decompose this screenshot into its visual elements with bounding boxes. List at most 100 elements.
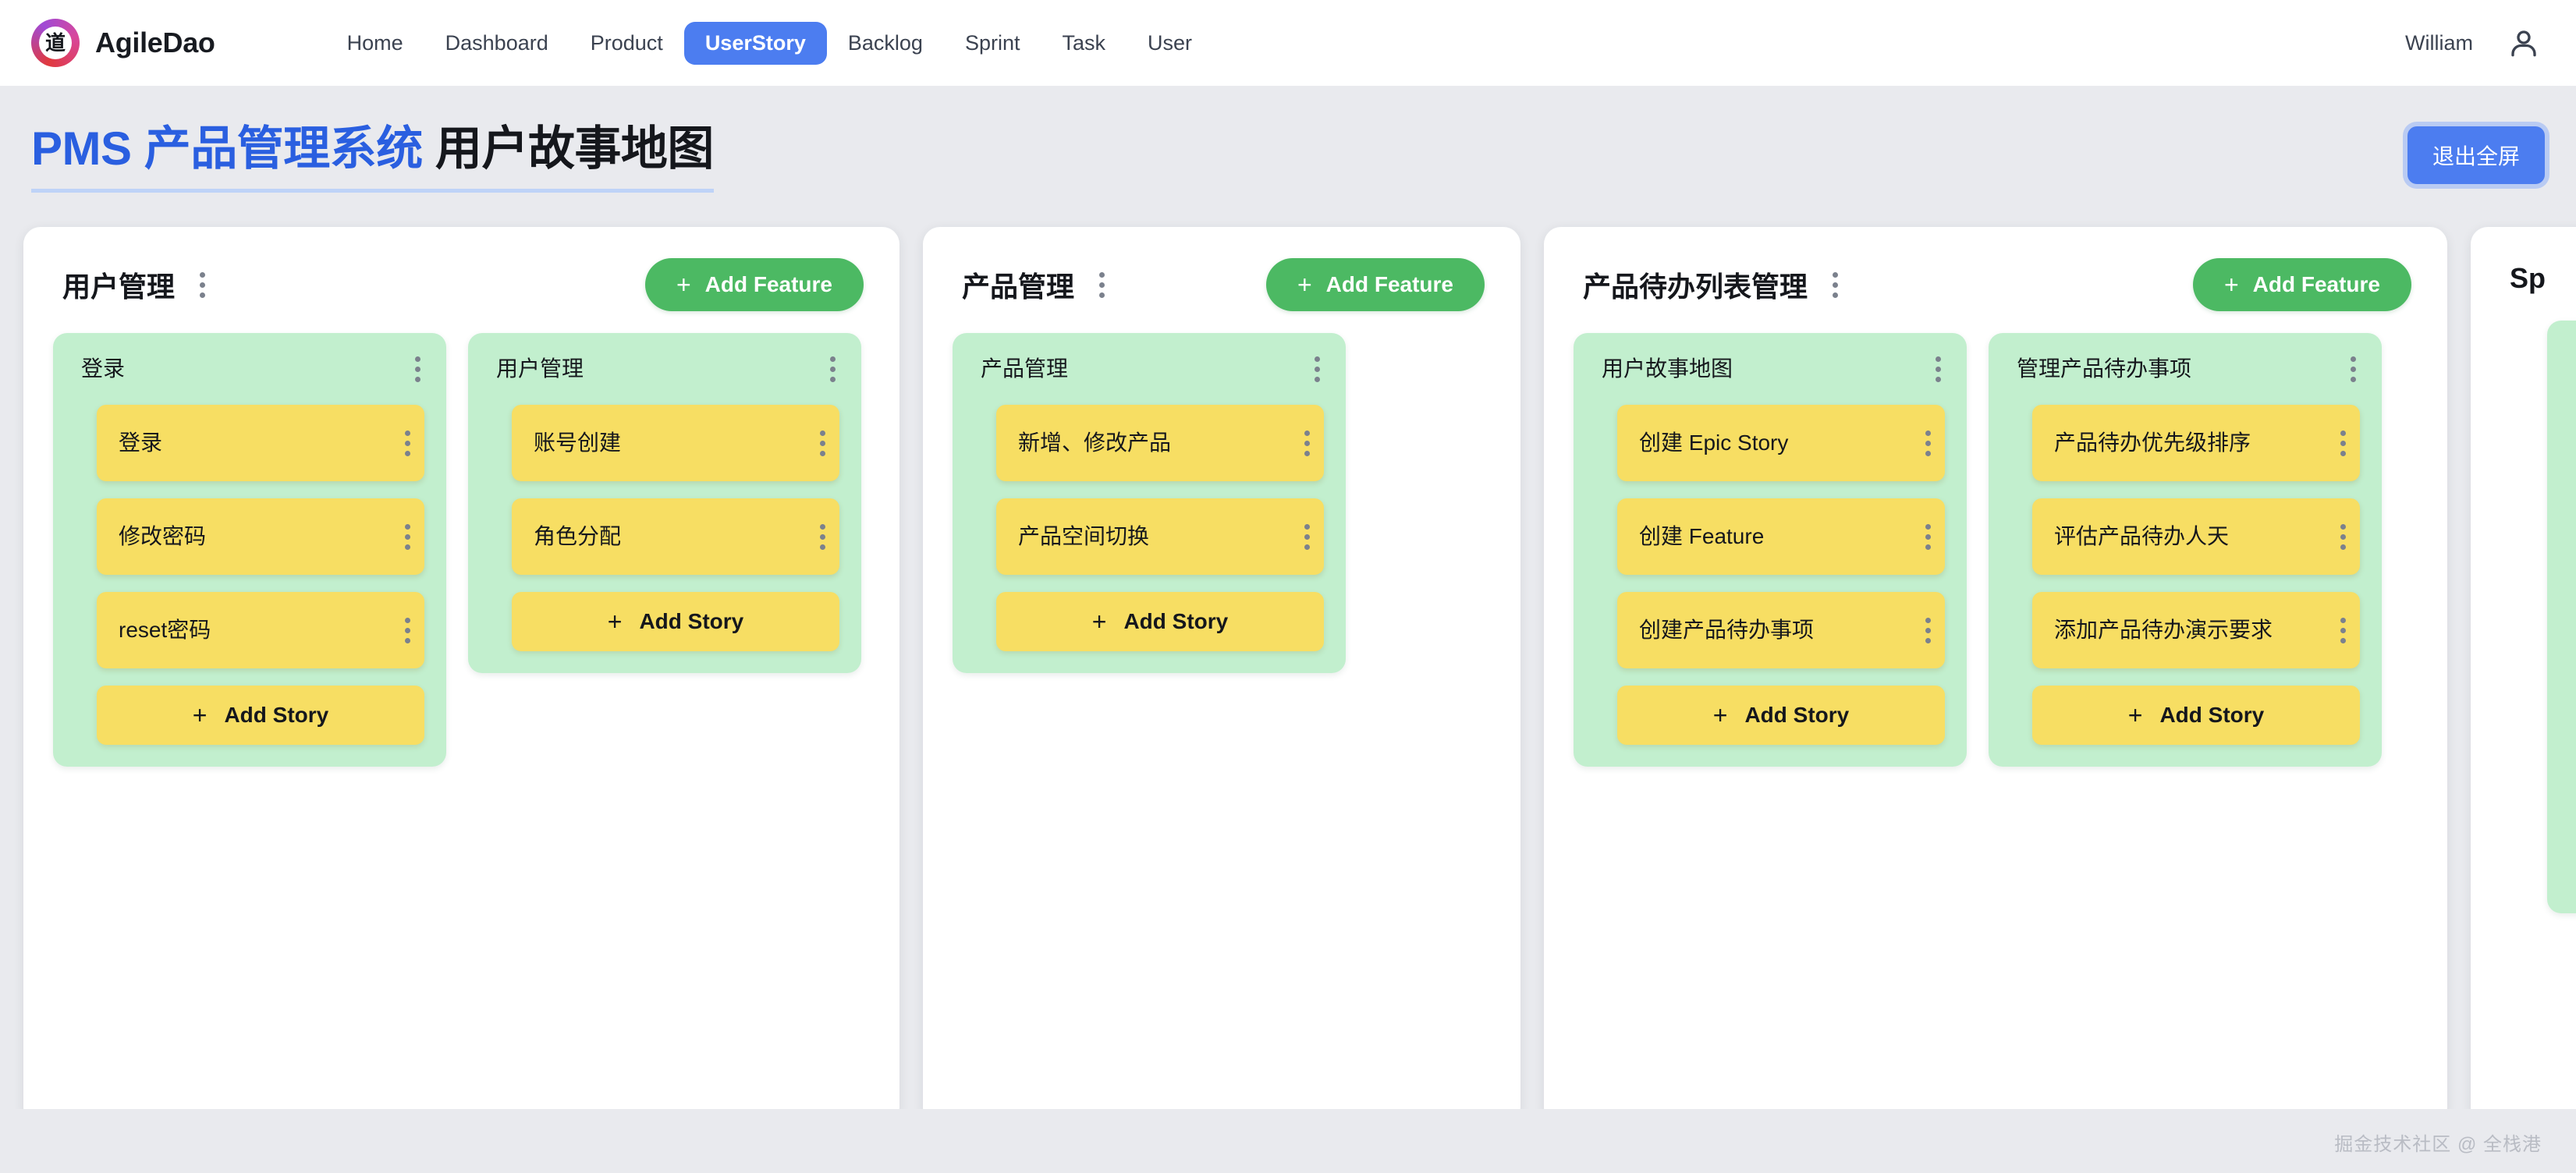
epic-menu-icon[interactable] bbox=[1829, 271, 1840, 298]
story-list: 产品待办优先级排序评估产品待办人天添加产品待办演示要求 +Add Story bbox=[2010, 388, 2360, 745]
brand-logo[interactable]: 道 AgileDao bbox=[31, 19, 215, 67]
user-icon[interactable] bbox=[2507, 27, 2540, 59]
story-menu-icon[interactable] bbox=[2327, 430, 2346, 456]
add-story-label: Add Story bbox=[224, 703, 329, 727]
story-menu-icon[interactable] bbox=[1291, 430, 1310, 456]
nav-link-task[interactable]: Task bbox=[1062, 30, 1106, 55]
feature-title: 管理产品待办事项 bbox=[2017, 356, 2192, 381]
story-menu-icon[interactable] bbox=[2327, 617, 2346, 643]
epic-menu-icon[interactable] bbox=[197, 271, 208, 298]
story-menu-icon[interactable] bbox=[1291, 523, 1310, 550]
add-story-button[interactable]: +Add Story bbox=[1617, 686, 1945, 745]
story-menu-icon[interactable] bbox=[392, 523, 410, 550]
story-menu-icon[interactable] bbox=[1912, 523, 1931, 550]
primary-nav: Home Dashboard Product UserStory Backlog Spri… bbox=[326, 21, 1213, 65]
feature-menu-icon[interactable] bbox=[2347, 356, 2358, 382]
story-card[interactable]: 登录 bbox=[97, 405, 424, 481]
feature-title: 用户故事地图 bbox=[1602, 356, 1733, 381]
story-card[interactable]: 新增、修改产品 bbox=[996, 405, 1324, 481]
story-menu-icon[interactable] bbox=[807, 523, 825, 550]
feature-title: 用户管理 bbox=[496, 356, 584, 381]
story-card[interactable]: 添加产品待办演示要求 bbox=[2032, 592, 2360, 668]
story-card[interactable]: 账号创建 bbox=[512, 405, 839, 481]
nav-link-userstory[interactable]: UserStory bbox=[683, 21, 827, 65]
page-title-dark: 用户故事地图 bbox=[435, 122, 715, 175]
story-list: 登录修改密码 reset密码 + Add Story bbox=[75, 388, 424, 745]
add-feature-button[interactable]: +Add Feature bbox=[644, 258, 864, 311]
add-feature-label: Add Feature bbox=[2252, 272, 2380, 296]
story-title: 账号创建 bbox=[534, 431, 622, 455]
plus-icon: + bbox=[192, 701, 208, 729]
story-menu-icon[interactable] bbox=[1912, 430, 1931, 456]
nav-right-group: William bbox=[2405, 27, 2540, 59]
story-menu-icon[interactable] bbox=[392, 617, 410, 643]
brand-name: AgileDao bbox=[95, 27, 215, 58]
page-title-blue: PMS 产品管理系统 bbox=[31, 122, 423, 175]
add-story-button[interactable]: +Add Story bbox=[2032, 686, 2360, 745]
exit-fullscreen-button[interactable]: 退出全屏 bbox=[2407, 126, 2545, 184]
add-story-button[interactable]: +Add Story bbox=[512, 592, 839, 651]
page-header: PMS 产品管理系统 用户故事地图 退出全屏 bbox=[0, 86, 2576, 193]
add-feature-button[interactable]: + Add Feature bbox=[2192, 258, 2411, 311]
add-feature-label: Add Feature bbox=[1325, 272, 1453, 296]
story-card[interactable]: reset密码 bbox=[97, 592, 424, 668]
plus-icon: + bbox=[1091, 608, 1107, 636]
nav-link-user[interactable]: User bbox=[1148, 30, 1193, 55]
nav-link-sprint[interactable]: Sprint bbox=[964, 30, 1020, 55]
feature-header: 产品管理 bbox=[974, 352, 1324, 388]
add-feature-label: Add Feature bbox=[704, 272, 832, 296]
plus-icon: + bbox=[1712, 701, 1728, 729]
story-card[interactable]: 产品空间切换 bbox=[996, 498, 1324, 575]
feature-header bbox=[2569, 339, 2576, 375]
feature-menu-icon[interactable] bbox=[412, 356, 423, 382]
story-card[interactable]: 修改密码 bbox=[97, 498, 424, 575]
nav-link-product[interactable]: Product bbox=[590, 30, 663, 55]
feature-row: 产品管理新增、修改产品产品空间切换 +Add Story bbox=[943, 311, 1500, 673]
story-card[interactable]: 产品待办优先级排序 bbox=[2032, 405, 2360, 481]
story-menu-icon[interactable] bbox=[1912, 617, 1931, 643]
epic-title: 用户管理 bbox=[62, 271, 176, 303]
feature-menu-icon[interactable] bbox=[1311, 356, 1322, 382]
story-title: reset密码 bbox=[119, 618, 211, 643]
epic-header: 用户管理 +Add Feature bbox=[44, 247, 879, 311]
story-list bbox=[2569, 375, 2576, 392]
story-title: 创建 Feature bbox=[1639, 524, 1765, 549]
add-feature-button[interactable]: +Add Feature bbox=[1265, 258, 1485, 311]
feature-card: 产品管理新增、修改产品产品空间切换 +Add Story bbox=[953, 333, 1346, 673]
epic-card: Sp bbox=[2471, 227, 2576, 1109]
add-story-button[interactable]: + Add Story bbox=[97, 686, 424, 745]
feature-card: 用户故事地图创建 Epic Story 创建 Feature 创建产品待办事项 +Ad… bbox=[1574, 333, 1967, 767]
feature-menu-icon[interactable] bbox=[827, 356, 838, 382]
logo-glyph: 道 bbox=[44, 31, 66, 55]
nav-link-home[interactable]: Home bbox=[346, 30, 403, 55]
epic-title: Sp bbox=[2510, 262, 2546, 294]
nav-link-dashboard[interactable]: Dashboard bbox=[445, 30, 548, 55]
story-title: 角色分配 bbox=[534, 524, 622, 549]
agiledao-logo-icon: 道 bbox=[31, 19, 80, 67]
feature-header: 登录 bbox=[75, 352, 424, 388]
feature-header: 用户故事地图 bbox=[1595, 352, 1945, 388]
plus-icon: + bbox=[2223, 271, 2239, 299]
story-menu-icon[interactable] bbox=[392, 430, 410, 456]
feature-title: 登录 bbox=[81, 356, 126, 381]
story-card[interactable]: 角色分配 bbox=[512, 498, 839, 575]
epic-header: Sp bbox=[2491, 247, 2576, 299]
story-card[interactable]: 评估产品待办人天 bbox=[2032, 498, 2360, 575]
story-card[interactable]: 创建产品待办事项 bbox=[1617, 592, 1945, 668]
feature-menu-icon[interactable] bbox=[1932, 356, 1943, 382]
plus-icon: + bbox=[2127, 701, 2143, 729]
feature-row: 用户故事地图创建 Epic Story 创建 Feature 创建产品待办事项 +Ad… bbox=[1564, 311, 2427, 767]
nav-link-backlog[interactable]: Backlog bbox=[847, 30, 923, 55]
current-username: William bbox=[2405, 30, 2473, 55]
story-card[interactable]: 创建 Epic Story bbox=[1617, 405, 1945, 481]
add-story-button[interactable]: +Add Story bbox=[996, 592, 1324, 651]
story-menu-icon[interactable] bbox=[2327, 523, 2346, 550]
epic-menu-icon[interactable] bbox=[1096, 271, 1107, 298]
story-card[interactable]: 创建 Feature bbox=[1617, 498, 1945, 575]
story-menu-icon[interactable] bbox=[807, 430, 825, 456]
add-story-label: Add Story bbox=[639, 609, 744, 633]
